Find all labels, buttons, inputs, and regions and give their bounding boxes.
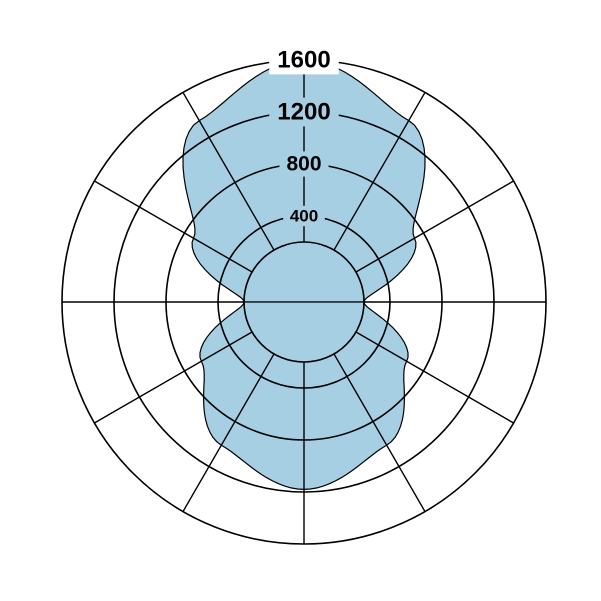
radial-labels: 400 800 1200 1600 bbox=[269, 45, 339, 227]
tick-label-bg-1600 bbox=[269, 45, 339, 75]
tick-label-800: 800 bbox=[286, 153, 321, 176]
tick-label-bg-1200 bbox=[269, 97, 339, 127]
spoke-150 bbox=[333, 353, 426, 512]
spoke-300 bbox=[94, 180, 253, 273]
spoke-120 bbox=[355, 331, 514, 424]
tick-label-1200: 1200 bbox=[277, 99, 330, 126]
tick-label-1600: 1600 bbox=[277, 47, 330, 74]
spoke-330 bbox=[182, 92, 275, 251]
spoke-60 bbox=[355, 180, 514, 273]
tick-label-bg-400 bbox=[283, 205, 325, 227]
spoke-30 bbox=[333, 92, 426, 251]
tick-label-400: 400 bbox=[290, 207, 318, 226]
spoke-240 bbox=[94, 331, 253, 424]
spoke-210 bbox=[182, 353, 275, 512]
tick-label-bg-800 bbox=[279, 151, 329, 177]
